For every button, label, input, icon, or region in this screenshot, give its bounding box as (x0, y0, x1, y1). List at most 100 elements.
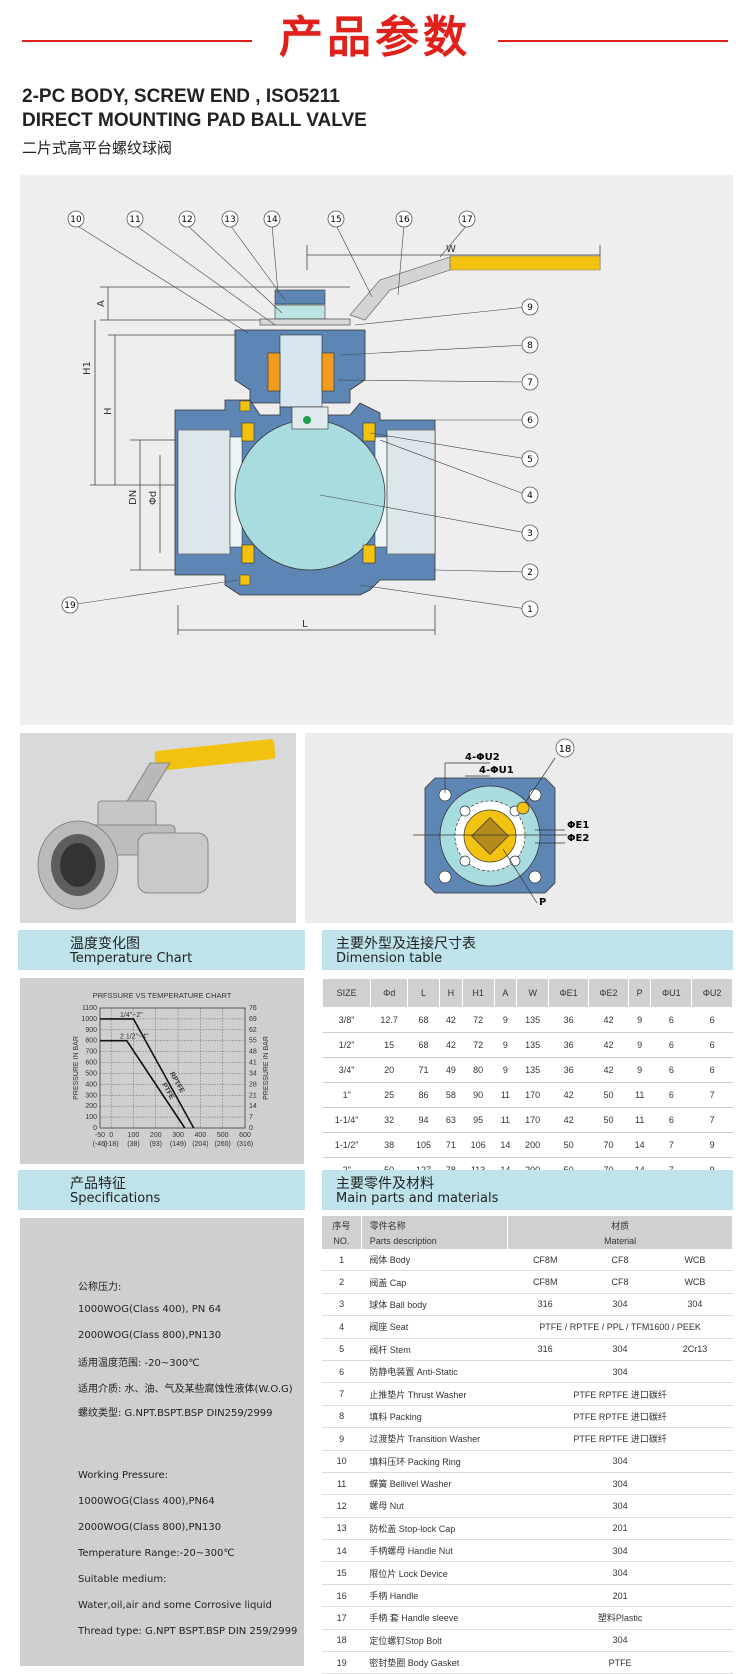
callout-8: 8 (527, 341, 533, 351)
part-material: CF8 (582, 1270, 658, 1294)
callout-2: 2 (527, 568, 533, 578)
part-material: 201 (507, 1584, 733, 1608)
part-no: 2 (322, 1270, 362, 1294)
y-tick-right: 21 (249, 1092, 257, 1099)
y-tick-left: 500 (85, 1070, 97, 1077)
part-name: 螺母 Nut (361, 1494, 508, 1518)
parts-section-header: 主要零件及材料 Main parts and materials (322, 1170, 733, 1210)
series-line-0 (100, 1018, 195, 1129)
temperature-title-cn: 温度变化图 (70, 936, 140, 952)
callout-circle (263, 210, 281, 228)
pad-callout-18: 18 (559, 744, 572, 755)
dim-cell: 49 (439, 1057, 463, 1083)
y-tick-left: 1000 (81, 1016, 97, 1023)
dim-cell: 32 (370, 1107, 408, 1133)
dim-cell: 42 (588, 1032, 629, 1058)
dim-cell: 42 (439, 1007, 463, 1033)
callout-12: 12 (181, 215, 192, 225)
callout-4: 4 (527, 491, 533, 501)
part-no: 12 (322, 1494, 362, 1518)
callout-14: 14 (266, 215, 278, 225)
y-tick-right: 41 (249, 1060, 257, 1067)
x-tick-top: 0 (109, 1132, 113, 1139)
part-no: 3 (322, 1293, 362, 1317)
part-no: 14 (322, 1539, 362, 1563)
x-tick-top: 100 (128, 1132, 140, 1139)
dim-cell: 9 (628, 1057, 651, 1083)
temperature-title-en: Temperature Chart (70, 951, 193, 966)
y-tick-right: 55 (249, 1038, 257, 1045)
part-name: 手柄螺母 Handle Nut (361, 1539, 508, 1563)
part-material: 304 (507, 1561, 733, 1585)
part-no: 17 (322, 1606, 362, 1630)
callout-circle (521, 563, 539, 581)
spec-line-cn: 1000WOG(Class 400), PN 64 (78, 1304, 222, 1315)
callout-circle (521, 450, 539, 468)
part-name: 防静电装置 Anti-Static (361, 1360, 508, 1384)
part-material: 304 (507, 1539, 733, 1563)
pad-label-u2: 4-ΦU2 (465, 752, 500, 763)
y-tick-right: 69 (249, 1016, 257, 1023)
dimension-title-en: Dimension table (336, 951, 443, 966)
dim-label-h1: H1 (82, 361, 93, 375)
dim-cell: 20 (370, 1057, 408, 1083)
parts-title-cn: 主要零件及材料 (336, 1176, 434, 1192)
pad-label-u1: 4-ΦU1 (479, 765, 514, 776)
dim-cell: 42 (548, 1082, 589, 1108)
y-tick-right: 14 (249, 1103, 257, 1110)
callout-circle (178, 210, 196, 228)
part-material: 塑料Plastic (507, 1606, 733, 1630)
y-tick-right: 0 (249, 1125, 253, 1132)
part-material: CF8M (507, 1270, 583, 1294)
dim-cell: 11 (494, 1082, 517, 1108)
dim-col-header: ΦU1 (650, 978, 693, 1008)
part-name: 填料压环 Packing Ring (361, 1450, 508, 1473)
dim-cell: 9 (628, 1032, 651, 1058)
dim-cell: 6 (691, 1007, 733, 1033)
part-material: 316 (507, 1338, 583, 1361)
dim-col-header: ΦE1 (548, 978, 590, 1008)
x-tick-bottom: (204) (192, 1141, 208, 1148)
part-name: 阀盖 Cap (361, 1270, 508, 1294)
parts-title-en: Main parts and materials (336, 1191, 499, 1206)
y-tick-left: 800 (85, 1038, 97, 1045)
dim-label-a: A (96, 300, 107, 307)
dim-cell: 11 (628, 1082, 651, 1108)
part-material: 304 (507, 1472, 733, 1496)
dim-cell: 6 (650, 1057, 692, 1083)
part-material: PTFE (507, 1651, 733, 1674)
part-name: 限位片 Lock Device (361, 1561, 508, 1585)
dim-cell: 14 (494, 1132, 517, 1158)
part-material: 316 (507, 1293, 583, 1317)
part-material: PTFE RPTFE 进口碳纤 (507, 1427, 733, 1451)
parts-head-no-cn: 序号 (322, 1216, 362, 1233)
dim-cell: 9 (691, 1132, 733, 1158)
series-label-1: 2 1/2"~4" (120, 1034, 149, 1041)
spec-line-cn: 适用介质: 水、油、气及某些腐蚀性液体(W.O.G) (78, 1384, 293, 1395)
part-name: 球体 Ball body (361, 1293, 508, 1317)
y-tick-left: 400 (85, 1081, 97, 1088)
x-tick-top: 300 (172, 1132, 184, 1139)
dim-cell: 14 (628, 1132, 651, 1158)
callout-circle (61, 596, 79, 614)
dim-cell: 1/2" (322, 1032, 371, 1058)
part-material: CF8 (582, 1249, 658, 1272)
part-no: 1 (322, 1249, 362, 1272)
x-tick-top: 500 (217, 1132, 229, 1139)
y-tick-left: 200 (85, 1103, 97, 1110)
plot-frame (99, 1007, 246, 1129)
y-axis-label-left: PRESSURE IN BAR (73, 1036, 80, 1100)
dim-cell: 36 (548, 1057, 589, 1083)
spec-line-cn: 公称压力: (78, 1282, 122, 1293)
callout-5: 5 (527, 455, 533, 465)
